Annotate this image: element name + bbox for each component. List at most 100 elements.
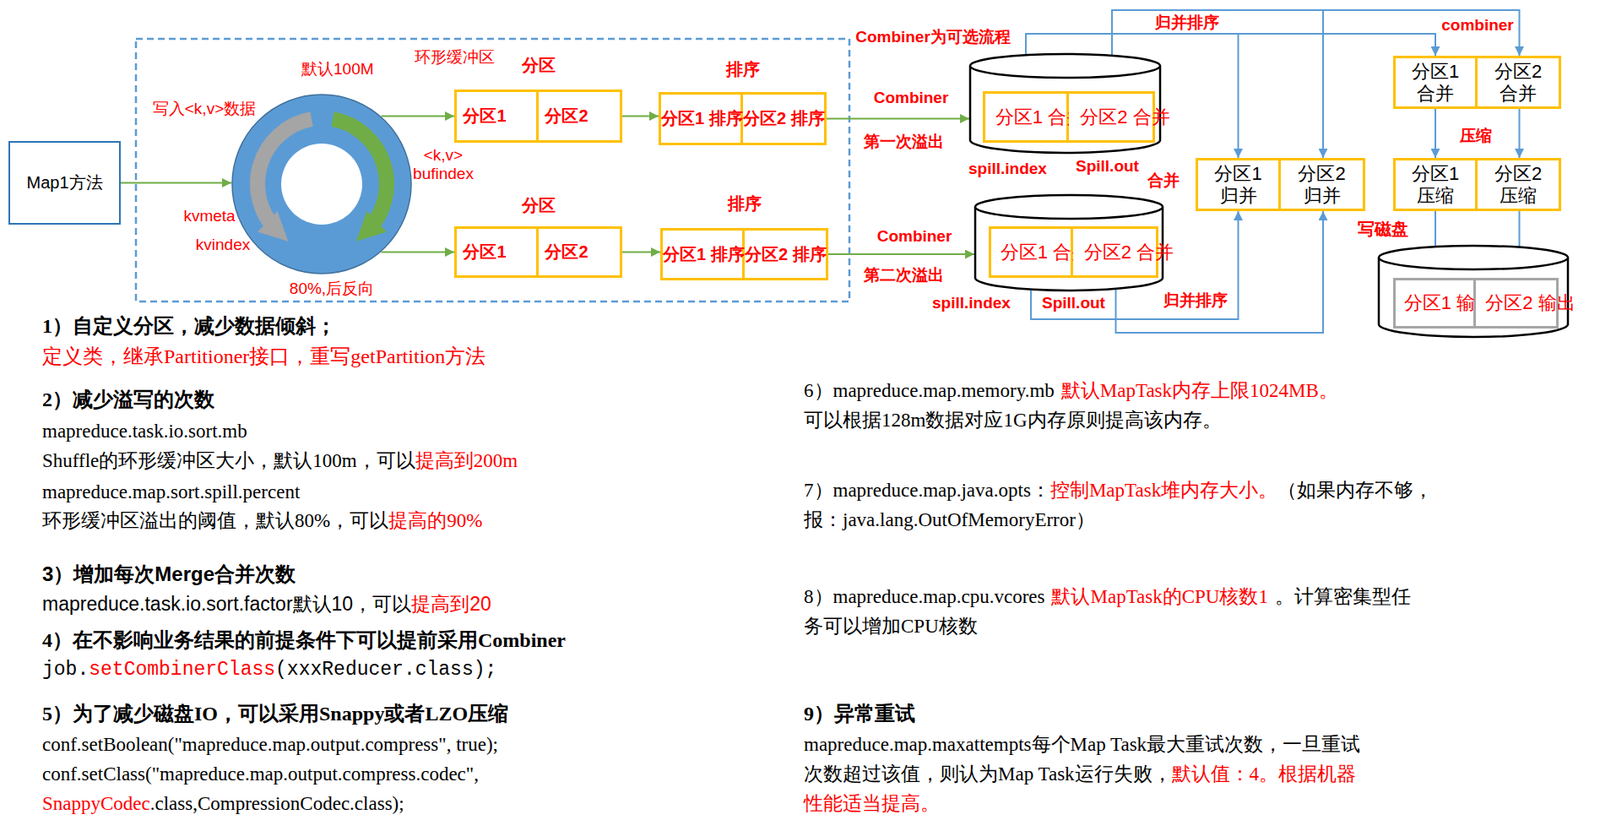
cylinder-top [975, 195, 1163, 219]
cell-text: 分区2 输出 [1485, 292, 1547, 314]
partition-cell: 分区1 输出 [1393, 277, 1476, 329]
partition-cell: 分区1 压缩 [1393, 157, 1478, 212]
note-line: 定义类，继承Partitioner接口，重写getPartition方法 [42, 343, 486, 370]
cell-text: 分区1 合并 [1000, 241, 1063, 263]
note-text: 8）mapreduce.map.cpu.vcores [803, 585, 1045, 608]
flow-arrow [622, 251, 661, 254]
note-text: job. [42, 658, 89, 681]
note-line: Shuffle的环形缓冲区大小，默认100m，可以提高到200m [42, 448, 518, 474]
annotation-label: 写入<k,v>数据 [152, 99, 256, 119]
note-text: conf.setClass("mapreduce.map.output.comp… [42, 763, 479, 785]
partition-group: 排序分区1 排序分区2 排序 [660, 227, 829, 281]
note-text: .class,CompressionCodec.class); [150, 792, 405, 814]
cell-text: 分区2 压缩 [1487, 162, 1550, 207]
note-text: 4）在不影响业务结果的前提条件下可以提前采用Combiner [42, 629, 566, 651]
cell-text: 分区1 归并 [1207, 162, 1270, 207]
group-heading: 排序 [660, 192, 829, 216]
note-text: 提高到20 [411, 592, 492, 615]
file-label: Spill.out [1041, 293, 1106, 313]
annotation-label: Combiner [877, 227, 953, 246]
flow-arrow [381, 115, 456, 118]
cell-text: 分区2 排序 [743, 108, 799, 129]
ring-arrow-green [332, 119, 387, 232]
note-text: 6）mapreduce.map.memory.mb [803, 379, 1055, 402]
annotation-label: 合并 [1147, 171, 1180, 190]
note-line: 9）异常重试 [803, 700, 916, 727]
note-line: SnappyCodec.class,CompressionCodec.class… [42, 791, 405, 817]
file-label: 写磁盘 [1357, 217, 1409, 241]
file-label: spill.index [932, 293, 1011, 313]
flow-arrow [381, 251, 456, 254]
cell-text: 分区1 [456, 106, 513, 126]
partition-cell: 分区2 合并 [1477, 55, 1562, 109]
note-line: conf.setClass("mapreduce.map.output.comp… [42, 761, 479, 787]
note-text: （如果内存不够， [1277, 479, 1433, 501]
partition-cell: 分区1 排序 [658, 92, 744, 146]
note-line: conf.setBoolean("mapreduce.map.output.co… [42, 732, 499, 758]
note-text: 3）增加每次Merge合并次数 [42, 562, 296, 586]
partition-cell: 分区1 [454, 226, 539, 278]
cell-text: 分区1 合并 [1404, 60, 1467, 104]
note-line: mapreduce.map.maxattempts每个Map Task最大重试次… [803, 732, 1361, 758]
annotation-label: 环形缓冲区 [414, 48, 495, 67]
group-heading: 分区 [454, 194, 623, 217]
cell-text: 分区1 压缩 [1404, 162, 1467, 207]
partition-cell: 分区1 [454, 89, 539, 143]
cylinder-top [1378, 245, 1568, 270]
flow-arrow [1518, 108, 1521, 158]
note-text: Shuffle的环形缓冲区大小，默认100m，可以 [42, 450, 416, 472]
note-text: mapreduce.task.io.sort.factor默认10，可以 [42, 592, 412, 615]
annotation-label: 归并排序 [1160, 291, 1231, 310]
partition-cell: 分区2 归并 [1280, 157, 1366, 212]
dashed-region [135, 38, 850, 302]
cell-text: 分区2 归并 [1290, 162, 1353, 207]
cell-text: 分区1 [456, 242, 513, 262]
partition-cell: 分区1 排序 [660, 227, 745, 281]
partition-cell: 分区1 归并 [1195, 157, 1281, 212]
note-line: mapreduce.map.sort.spill.percent [42, 479, 300, 505]
note-text: 次数超过该值，则认为Map Task运行失败， [803, 763, 1172, 785]
note-line: 环形缓冲区溢出的阈值，默认80%，可以提高的90% [42, 508, 483, 534]
note-text: SnappyCodec [42, 792, 151, 814]
partition-cell: 分区1 合并 [988, 226, 1074, 278]
note-line: 1）自定义分区，减少数据倾斜； [42, 313, 337, 340]
flow-arrow [120, 182, 232, 185]
note-line: 可以根据128m数据对应1G内存原则提高该内存。 [803, 407, 1222, 434]
note-text: 默认值：4。根据机器 [1171, 763, 1357, 785]
process-box: Map1方法 [8, 141, 121, 225]
note-text: 环形缓冲区溢出的阈值，默认80%，可以 [42, 509, 389, 532]
partition-group: 排序分区1 排序分区2 排序 [658, 92, 827, 146]
annotation-label: Combiner为可选流程 [855, 27, 1011, 47]
disk-cylinder: 写磁盘分区1 输出分区2 输出 [1377, 244, 1569, 337]
note-text: mapreduce.map.maxattempts每个Map Task最大重试次… [803, 733, 1361, 755]
note-text: 性能适当提高。 [803, 792, 940, 814]
annotation-label: combiner [1438, 16, 1517, 35]
partition-cell: 分区1 合并 [1393, 55, 1478, 109]
annotation-label: 80%,后反向 [289, 279, 375, 299]
cell-text: 分区2 排序 [744, 244, 801, 265]
disk-cylinder: spill.indexSpill.out分区1 合并分区2 合并 [974, 194, 1164, 291]
cell-text: 分区2 合并 [1084, 241, 1146, 263]
note-line: 报：java.lang.OutOfMemoryError） [803, 507, 1096, 533]
note-text: 控制MapTask堆内存大小。 [1050, 479, 1278, 501]
annotation-label: 压缩 [1459, 126, 1492, 146]
cylinder-top [970, 54, 1161, 78]
note-text: (xxxReducer.class); [275, 658, 497, 681]
partition-cell: 分区2 合并 [1068, 91, 1156, 143]
ring-arrow-gray [257, 119, 312, 232]
ring-buffer: 默认100M [231, 93, 413, 275]
annotation-label: 第一次溢出 [863, 132, 944, 152]
partition-group: 分区分区1分区2 [454, 89, 623, 143]
cell-text: 分区1 排序 [662, 244, 719, 265]
flow-arrow [622, 115, 659, 118]
ring-hole [281, 143, 363, 225]
note-text: setCombinerClass [88, 658, 276, 681]
partition-cell: 分区2 合并 [1073, 226, 1159, 278]
cell-text: 分区1 输出 [1404, 292, 1466, 314]
note-line: 2）减少溢写的次数 [42, 386, 215, 413]
buffer-size-label: 默认100M [301, 58, 375, 81]
note-text: 默认MapTask内存上限1024MB。 [1061, 379, 1339, 402]
group-heading: 排序 [658, 58, 827, 82]
annotation-label: Combiner [873, 88, 950, 108]
note-text: mapreduce.map.sort.spill.percent [42, 481, 300, 503]
